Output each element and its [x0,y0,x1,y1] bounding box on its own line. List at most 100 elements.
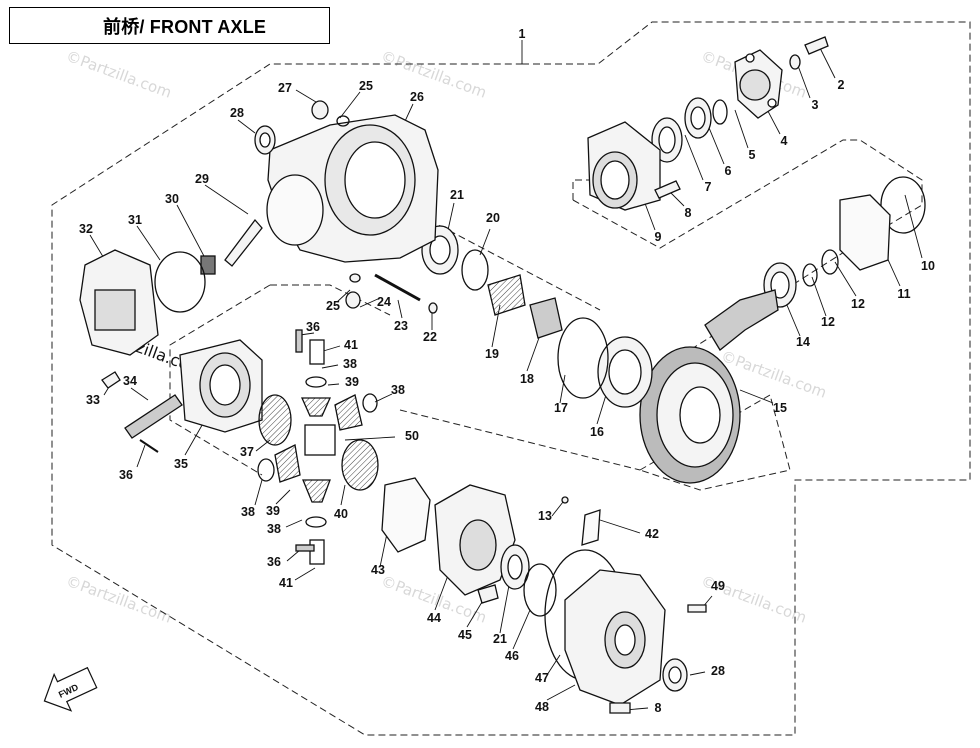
washer [789,54,801,70]
callout-4: 4 [781,134,788,148]
diff-cross-block [304,424,336,456]
callout-35: 35 [174,457,188,471]
shim [802,263,818,287]
actuator-housing [79,249,159,356]
callout-17: 17 [554,401,568,415]
callout-7: 7 [705,180,712,194]
callout-40: 40 [334,507,348,521]
callout-16: 16 [590,425,604,439]
fwd-arrow-icon: FWD [43,666,98,712]
bolt [609,702,631,714]
callout-46: 46 [505,649,519,663]
coupling-sleeve [487,274,526,316]
differential-case [179,339,263,433]
callout-47: 47 [535,671,549,685]
callout-19: 19 [485,347,499,361]
callout-37: 37 [240,445,254,459]
pin [295,544,315,552]
callout-32: 32 [79,222,93,236]
gasket [839,194,891,271]
breather [311,100,329,120]
callout-8: 8 [655,701,662,715]
thrust-washer [257,458,275,482]
callout-20: 20 [486,211,500,225]
drive-pinion [704,289,779,351]
callout-42: 42 [645,527,659,541]
watermark: ©Partzilla.com [379,47,489,102]
callout-11: 11 [897,287,910,301]
callout-24: 24 [377,295,391,309]
callout-28: 28 [230,106,244,120]
callout-5: 5 [749,148,756,162]
callout-33: 33 [86,393,100,407]
fork-shaft [374,273,421,302]
callout-28: 28 [711,664,725,678]
callout-49: 49 [711,579,725,593]
main-housing [266,114,439,263]
pinion-gear [300,397,332,417]
pinion-shaft-pin [295,329,303,353]
callout-14: 14 [796,335,810,349]
callout-41: 41 [344,338,358,352]
bolt [101,371,121,389]
ring-gear [639,346,741,484]
end-cover [564,569,666,706]
callout-31: 31 [128,213,142,227]
callout-50: 50 [405,429,419,443]
callout-9: 9 [655,230,662,244]
components [79,36,926,714]
callout-labels: 1234567891011121214151617181920212223242… [79,27,935,715]
callout-30: 30 [165,192,179,206]
callout-36: 36 [119,468,133,482]
o-ring [557,317,609,399]
callout-25: 25 [359,79,373,93]
screw [561,496,569,504]
callout-21: 21 [450,188,464,202]
callout-38: 38 [343,357,357,371]
callout-29: 29 [195,172,209,186]
callout-36: 36 [267,555,281,569]
side-gear [341,439,379,491]
callout-1: 1 [519,27,526,41]
side-gear [258,394,292,446]
callout-34: 34 [123,374,137,388]
pinion-gear [302,479,331,503]
shim [821,249,839,275]
callout-12: 12 [821,315,835,329]
watermark: ©Partzilla.com [64,572,174,627]
callout-45: 45 [458,628,472,642]
callout-38: 38 [241,505,255,519]
thrust-washer [362,393,378,413]
pinion-gear [334,394,363,431]
o-ring [880,176,926,234]
callout-15: 15 [773,401,787,415]
callout-39: 39 [345,375,359,389]
pinion-shaft [309,339,325,365]
shift-fork [224,218,263,267]
pinion-shaft [309,539,325,565]
callout-13: 13 [538,509,552,523]
callout-27: 27 [278,81,292,95]
pin [139,439,159,453]
callout-23: 23 [394,319,408,333]
gasket [381,477,431,553]
o-ring [523,563,557,617]
callout-3: 3 [812,98,819,112]
callout-38: 38 [267,522,281,536]
callout-12: 12 [851,297,865,311]
callout-39: 39 [266,504,280,518]
callout-48: 48 [535,700,549,714]
callout-8: 8 [685,206,692,220]
pinion-gear [274,444,301,483]
callout-2: 2 [838,78,845,92]
axle-shaft [124,394,183,439]
callout-43: 43 [371,563,385,577]
bearing-cover [434,484,516,596]
callout-21: 21 [493,632,507,646]
bearing-housing [587,121,661,211]
diagram-title: 前桥/ FRONT AXLE [103,16,267,37]
thrust-washer [305,376,327,388]
leader-lines [89,40,923,711]
callout-44: 44 [427,611,441,625]
